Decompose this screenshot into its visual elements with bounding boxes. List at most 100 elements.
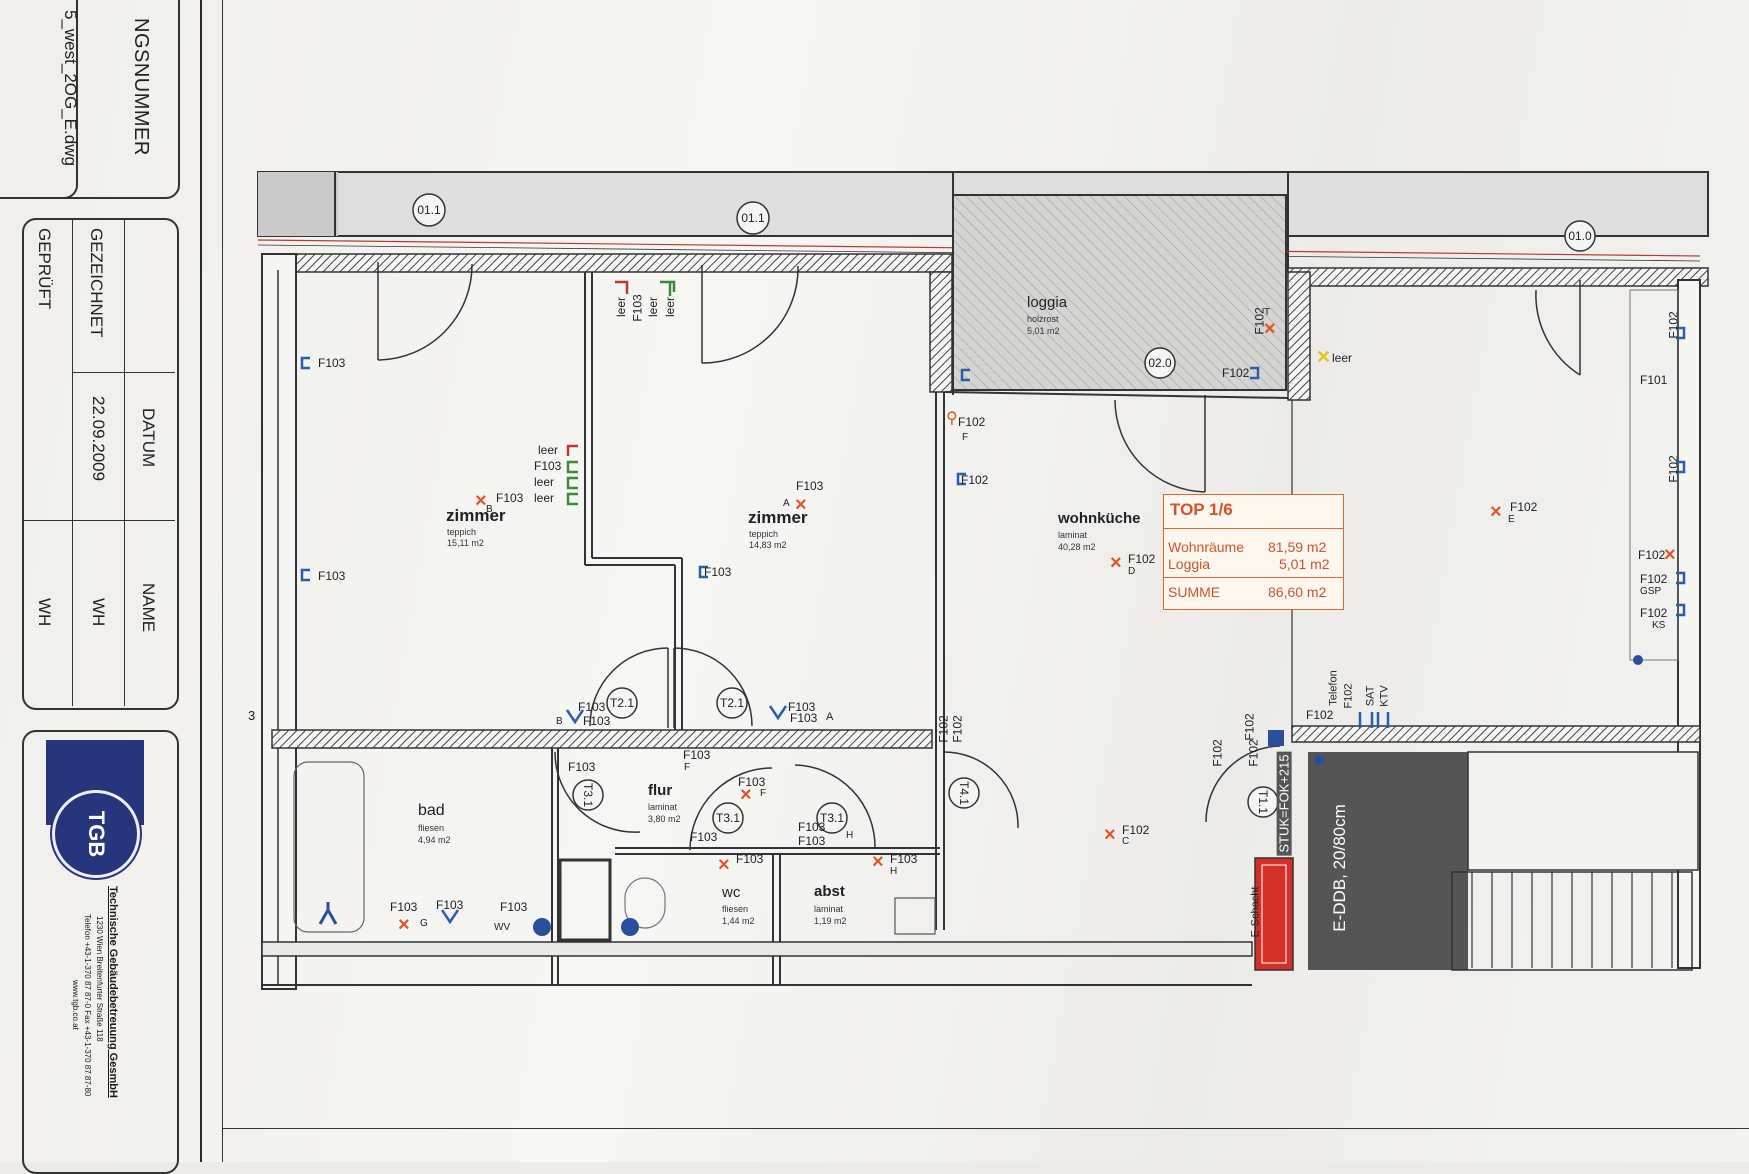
room-loggia: loggia [1027,294,1068,311]
x-marker: × [740,784,752,806]
yellow-marker: ✕ [1316,347,1332,367]
label-telefon: Telefon [1327,670,1340,706]
letter-d: D [1128,566,1136,577]
door-tag: T1.1 [1256,789,1270,814]
label-f103: F103 [578,700,606,714]
room-loggia-floor: holzrost [1027,314,1059,324]
label-f103: F103 [318,356,346,370]
label-f102: F102 [1210,739,1225,767]
loggia-label: Loggia [1168,556,1211,572]
left-wall [261,253,297,990]
room-abst: abst [814,883,845,900]
door-tag: T3.1 [819,811,844,825]
x-marker: × [872,851,884,873]
room-zimmer-1-floor: teppich [447,527,477,537]
eschacht-box [1254,857,1294,971]
door-tag: T3.1 [715,811,740,825]
title-block: NGSNUMMER 5_west_2OG_E.dwg DATUM NAME GE… [0,0,200,1174]
area-summary: TOP 1/6 Wohnräume 81,59 m2 Loggia 5,01 m… [1163,494,1344,610]
label-f102: F102 [1306,708,1334,722]
middle-wall-right [1291,725,1701,743]
outlet-symbols [300,326,1686,925]
label-sat: SAT [1364,685,1377,707]
label-f102: F102 [1122,823,1150,837]
label-leer: leer [663,296,678,318]
label-f102: F102 [1342,683,1355,709]
room-abst-area: 1,19 m2 [814,916,847,926]
x-marker: × [398,914,410,936]
letter-h: H [890,866,898,877]
label-f103: F103 [568,760,596,774]
letter-g: G [420,918,428,929]
door-tag: T4.1 [957,780,971,805]
label-f103: F103 [790,711,818,725]
label-stuk: STUK=FOK+215 [1276,751,1292,856]
toilet [624,877,666,929]
label-eddb: E-DDB, 20/80cm [1329,804,1349,932]
room-flur: flur [648,782,673,799]
label-f103: F103 [496,491,524,505]
room-zimmer-2: zimmer [748,508,808,527]
room-bad-floor: fliesen [418,823,445,833]
room-wc: wc [722,884,741,901]
grid-mark: 3 [248,708,256,723]
company-logo: TGB [52,790,140,878]
room-wc-area: 1,44 m2 [722,916,755,926]
x-marker: × [1664,544,1676,566]
x-marker: × [795,494,807,516]
x-marker: × [1104,824,1116,846]
approval-box [22,218,179,710]
kitchen-counter [1629,289,1679,661]
x-marker: × [1110,552,1122,574]
label-f103: F103 [390,900,418,914]
label-gsp: GSP [1640,586,1662,597]
label-f102: F102 [1222,366,1250,380]
sheet-border [200,0,1749,1162]
letter-b: B [486,504,493,515]
label-f102: F102 [1246,739,1261,767]
door-tag: 01.1 [741,211,765,225]
door-tag: T3.1 [581,782,595,807]
file-box [0,0,78,199]
washer [894,897,936,935]
label-f103: F103 [583,714,611,728]
doors [377,262,1581,851]
bottom-corridor-wall [261,941,1253,957]
letter-c: C [1122,836,1130,847]
letter-t: T [1264,307,1271,318]
label-ks: KS [1652,620,1666,631]
room-zimmer-1-area: 15,11 m2 [447,538,484,548]
label-f102: F102 [1666,311,1681,339]
x-marker: × [475,490,487,512]
label-f102: F102 [1128,552,1156,566]
label-f103: F103 [318,569,346,583]
top-wall-left [271,253,953,273]
loggia-value: 5,01 m2 [1279,556,1330,572]
wohnraeume-value: 81,59 m2 [1268,539,1327,555]
label-f103: F103 [798,834,826,848]
label-f103: F103 [890,852,918,866]
room-loggia-area: 5,01 m2 [1027,326,1060,336]
room-flur-floor: laminat [648,802,678,812]
x-marker: × [1490,501,1502,523]
summe-value: 86,60 m2 [1268,584,1327,600]
room-zimmer-2-floor: teppich [749,529,779,539]
door-tag: T2.1 [719,696,744,710]
summe-label: SUMME [1168,584,1221,600]
label-f102: F102 [936,715,951,743]
letter-f: F [760,788,767,799]
label-wv: WV [494,922,511,933]
door-tag: T2.1 [609,696,634,710]
bathtub [293,761,365,933]
room-bad-area: 4,94 m2 [418,835,451,845]
room-zimmer-2-area: 14,83 m2 [749,540,787,550]
letter-e: E [1508,514,1515,525]
middle-wall-left [271,729,933,749]
label-f103: F103 [738,775,766,789]
x-marker: × [718,854,730,876]
label-f103: F103 [534,459,562,473]
room-wohnkueche-floor: laminat [1058,530,1088,540]
label-f102: F102 [1640,572,1668,586]
label-f103: F103 [796,479,824,493]
